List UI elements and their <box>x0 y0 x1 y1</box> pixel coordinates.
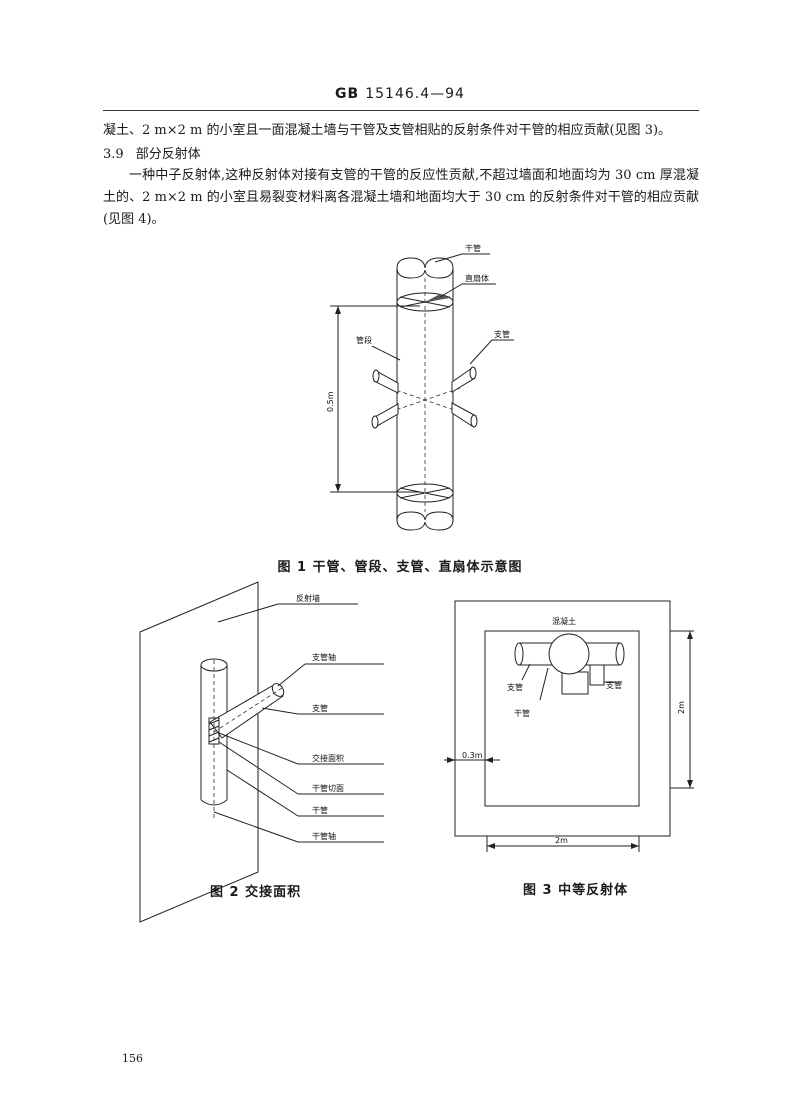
paragraph-continued: 凝土、2 m×2 m 的小室且一面混凝土墙与干管及支管相贴的反射条件对干管的相应… <box>103 123 672 138</box>
fig2-label-main-section: 干管切面 <box>312 783 344 793</box>
fig3-label-thickness: 0.3m <box>462 751 483 760</box>
fig2-label-wall: 反射墙 <box>296 593 320 603</box>
fig2-label-main-pipe: 干管 <box>312 805 328 815</box>
figure-3-caption: 图 3 中等反射体 <box>523 883 629 898</box>
fig1-label-sector: 直扇体 <box>465 273 489 283</box>
fig2-label-branch: 支管 <box>312 703 328 713</box>
paragraph-partial-reflector: 一种中子反射体,这种反射体对接有支管的干管的反应性贡献,不超过墙面和地面均为 3… <box>103 168 699 227</box>
fig3-label-width: 2m <box>555 836 568 845</box>
figure-1-caption: 图 1 干管、管段、支管、直扇体示意图 <box>277 560 523 575</box>
fig1-label-branch: 支管 <box>494 329 510 339</box>
fig1-label-main-pipe: 干管 <box>465 243 481 253</box>
page-number: 156 <box>122 1052 143 1065</box>
fig3-label-main-pipe: 干管 <box>514 708 530 718</box>
fig3-label-height: 2m <box>677 701 686 714</box>
fig1-label-segment: 管段 <box>356 335 372 345</box>
section-title: 部分反射体 <box>135 147 201 162</box>
fig2-label-junction: 交接面积 <box>312 753 344 763</box>
standard-code: GB <box>335 86 360 102</box>
fig3-label-branch-right: 支管 <box>606 680 622 690</box>
fig2-label-main-axis: 干管轴 <box>312 831 336 841</box>
figure-2-caption: 图 2 交接面积 <box>210 885 302 900</box>
standard-number: 15146.4—94 <box>365 86 465 102</box>
fig3-label-branch-left: 支管 <box>507 682 523 692</box>
section-heading: 3.9 部分反射体 <box>103 143 213 162</box>
fig3-label-concrete: 混凝土 <box>552 616 576 626</box>
page-header: GB 15146.4—94 <box>0 86 800 102</box>
header-rule <box>103 110 699 111</box>
fig1-label-dimension: 0.5m <box>326 391 335 412</box>
fig2-label-branch-axis: 支管轴 <box>312 652 336 662</box>
section-number: 3.9 <box>103 147 124 162</box>
